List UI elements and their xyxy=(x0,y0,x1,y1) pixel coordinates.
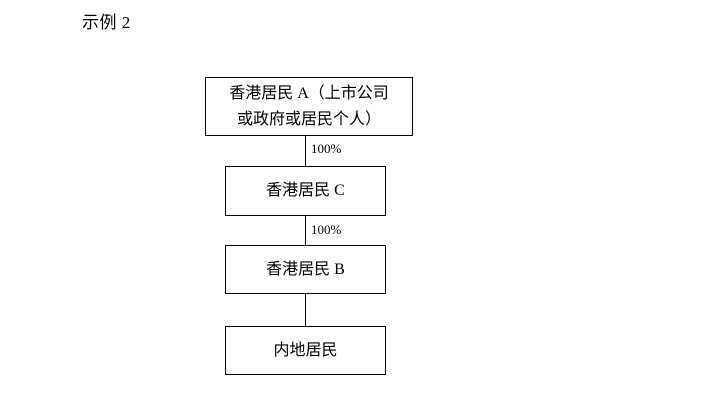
page-title: 示例 2 xyxy=(82,13,131,32)
node-hongkong-resident-b: 香港居民 B xyxy=(225,245,386,294)
node-label: 香港居民 B xyxy=(266,260,345,278)
node-label: 香港居民 C xyxy=(266,182,345,199)
node-mainland-resident: 内地居民 xyxy=(225,326,386,375)
node-label: 香港居民 A（上市公司 或政府或居民个人） xyxy=(229,84,389,128)
edge-label-c-to-b: 100% xyxy=(311,222,342,237)
node-hongkong-resident-a: 香港居民 A（上市公司 或政府或居民个人） xyxy=(205,77,413,136)
edge-label-a-to-c: 100% xyxy=(311,141,342,156)
node-label: 内地居民 xyxy=(273,341,338,359)
connector-c-to-b xyxy=(305,216,306,246)
connector-b-to-mainland-resident xyxy=(305,294,306,327)
connector-a-to-c xyxy=(305,136,306,167)
node-hongkong-resident-c: 香港居民 C xyxy=(225,166,386,216)
